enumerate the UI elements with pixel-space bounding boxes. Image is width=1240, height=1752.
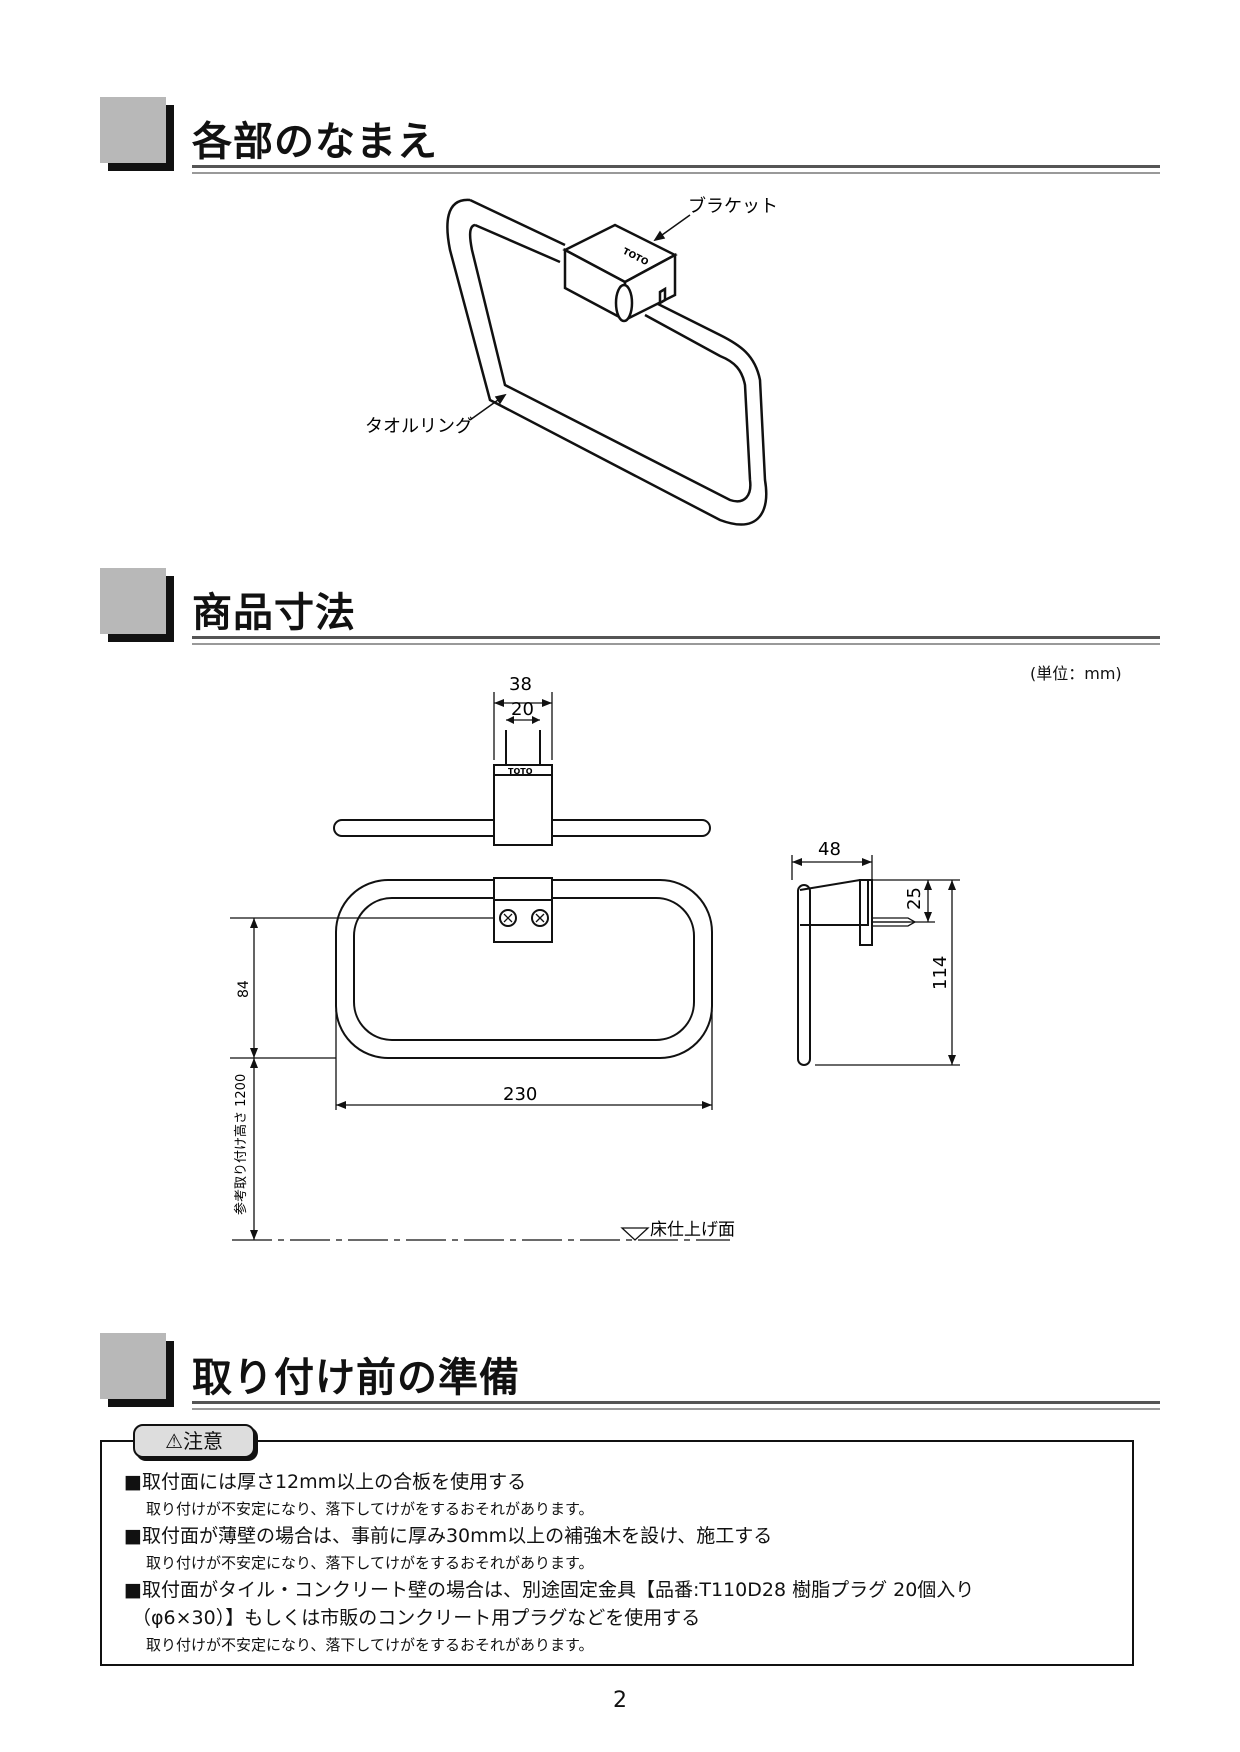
header-square	[100, 97, 166, 163]
caution-tag-label: 注意	[182, 1429, 223, 1453]
header-rule	[192, 165, 1160, 168]
dim-48: 48	[818, 839, 841, 860]
header-rule-thin	[192, 172, 1160, 174]
section-header-names: 各部のなまえ	[100, 97, 1160, 207]
logo-text: TOTO	[508, 767, 533, 776]
dim-114: 114	[930, 956, 951, 990]
caution-item-3-note: 取り付けが不安定になり、落下してけがをするおそれがあります。	[146, 1636, 594, 1654]
caution-box	[100, 1440, 1134, 1666]
header-rule-thin	[192, 1408, 1160, 1410]
section-header-prep: 取り付け前の準備	[100, 1333, 1160, 1443]
caution-item-2: ■取付面が薄壁の場合は、事前に厚み30mm以上の補強木を設け、施工する	[124, 1525, 773, 1547]
unit-label: (単位：mm)	[1030, 664, 1122, 683]
header-rule	[192, 1401, 1160, 1404]
bracket-label: ブラケット	[688, 195, 778, 217]
header-rule-thin	[192, 643, 1160, 645]
dim-84: 84	[236, 980, 252, 998]
header-rule	[192, 636, 1160, 639]
page-number: 2	[613, 1688, 627, 1713]
header-square	[100, 568, 166, 634]
caution-tag: ⚠注意	[133, 1424, 255, 1458]
caution-item-1: ■取付面には厚さ12mm以上の合板を使用する	[124, 1471, 527, 1493]
height-ref-label: 参考取り付け高さ 1200	[233, 1074, 249, 1215]
caution-item-3-cont: （φ6×30）】もしくは市販のコンクリート用プラグなどを使用する	[132, 1607, 701, 1629]
dim-38: 38	[509, 674, 532, 695]
section-title: 商品寸法	[192, 590, 356, 636]
dim-20: 20	[511, 699, 534, 720]
section-header-dimensions: 商品寸法	[100, 568, 1160, 678]
dim-230: 230	[503, 1084, 537, 1105]
caution-item-2-note: 取り付けが不安定になり、落下してけがをするおそれがあります。	[146, 1554, 594, 1572]
caution-item-3: ■取付面がタイル・コンクリート壁の場合は、別途固定金具【品番:T110D28 樹…	[124, 1579, 975, 1601]
parts-illustration: TOTO ブラケット タオルリング	[365, 195, 778, 526]
caution-item-1-note: 取り付けが不安定になり、落下してけがをするおそれがあります。	[146, 1500, 594, 1518]
floor-label: 床仕上げ面	[650, 1220, 735, 1240]
section-title: 各部のなまえ	[192, 119, 438, 165]
section-title: 取り付け前の準備	[192, 1355, 520, 1401]
ring-label: タオルリング	[365, 416, 473, 437]
dim-25: 25	[904, 887, 925, 910]
header-square	[100, 1333, 166, 1399]
dimension-drawing: TOTO 38 20 48 25 114 84 230 参考取り付け高さ 120…	[230, 674, 960, 1241]
warning-icon: ⚠	[165, 1429, 183, 1453]
